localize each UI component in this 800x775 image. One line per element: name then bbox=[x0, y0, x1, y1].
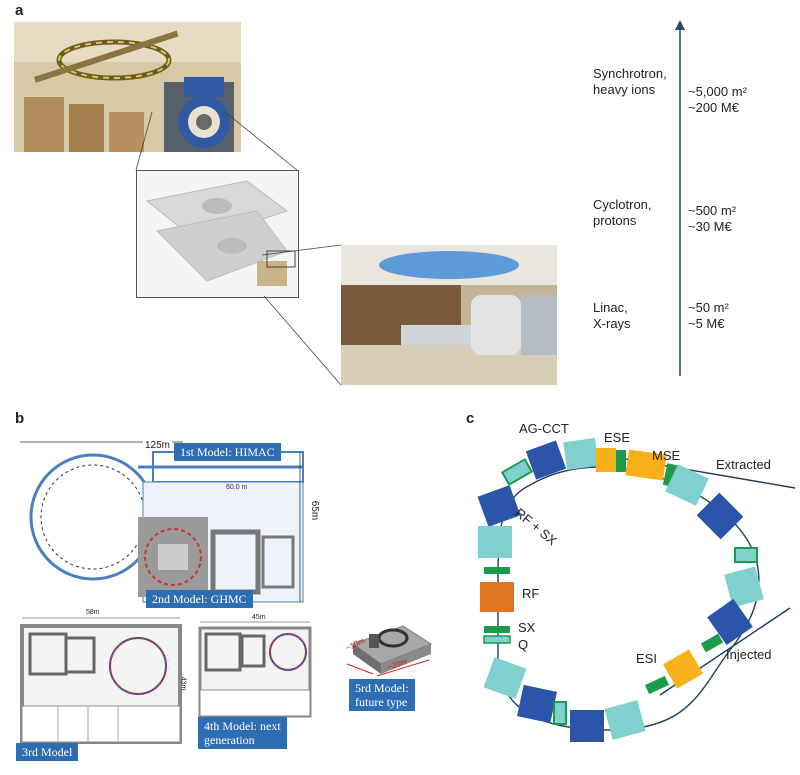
model-4-floor-plan bbox=[198, 621, 312, 718]
dipole-magnet bbox=[478, 526, 512, 558]
himac-floor-plan bbox=[20, 441, 304, 603]
quadrupole bbox=[616, 450, 626, 472]
label-sx: SX bbox=[518, 620, 536, 635]
cost-scale-arrow bbox=[675, 20, 685, 376]
quadrupole bbox=[484, 626, 510, 633]
model-2-tag: 2nd Model: GHMC bbox=[146, 590, 253, 608]
esi-element bbox=[663, 649, 703, 689]
dim-65m: 65m bbox=[309, 500, 321, 521]
ese-element bbox=[596, 448, 616, 472]
dipole-magnet bbox=[724, 566, 764, 608]
label-rf: RF bbox=[522, 586, 540, 601]
dim-125m: 125m bbox=[143, 440, 173, 451]
dim-60m: 60.0 m bbox=[226, 484, 248, 491]
label-esi: ESI bbox=[636, 651, 657, 666]
rf-cavity bbox=[480, 582, 514, 612]
quadrupole bbox=[644, 675, 670, 695]
quadrupole bbox=[483, 635, 511, 644]
dipole-magnet bbox=[707, 598, 753, 646]
label-agcct: AG-CCT bbox=[519, 421, 569, 436]
quadrupole bbox=[500, 458, 534, 486]
dipole-magnet bbox=[696, 492, 744, 540]
dim-43m: 43m bbox=[179, 676, 187, 691]
dipole-magnet bbox=[570, 710, 604, 742]
linac-room-image bbox=[341, 245, 557, 385]
dim-58m: 58m bbox=[86, 609, 100, 616]
dipole-magnet bbox=[563, 437, 599, 471]
mse-element bbox=[625, 449, 667, 481]
panel-c-label: c bbox=[466, 410, 475, 427]
scale-cyclotron-cost: ~500 m² ~30 M€ bbox=[688, 203, 737, 234]
label-injected: Injected bbox=[726, 647, 772, 662]
scale-linac-cost: ~50 m² ~5 M€ bbox=[688, 300, 729, 331]
dipole-magnet bbox=[525, 440, 567, 480]
model-3-tag: 3rd Model bbox=[16, 743, 79, 761]
model-1-tag: 1st Model: HIMAC bbox=[174, 443, 281, 461]
quadrupole bbox=[734, 547, 758, 563]
dipole-magnet bbox=[665, 464, 709, 506]
cyclotron-facility-image bbox=[136, 170, 299, 298]
model-5-tag: 5rd Model: future type bbox=[349, 679, 415, 711]
label-q: Q bbox=[518, 637, 529, 652]
scale-synchrotron-type: Synchrotron, heavy ions bbox=[593, 66, 667, 97]
dim-45m: 45m bbox=[252, 614, 266, 621]
scale-cyclotron-type: Cyclotron, protons bbox=[593, 197, 652, 228]
model-3-floor-plan bbox=[20, 617, 182, 744]
quadrupole bbox=[484, 567, 510, 574]
dipole-magnet bbox=[477, 485, 521, 527]
dipole-magnet bbox=[517, 684, 557, 724]
dipole-magnet bbox=[604, 700, 646, 740]
scale-synchrotron-cost: ~5,000 m² ~200 M€ bbox=[688, 84, 747, 115]
synchrotron-facility-image bbox=[14, 22, 241, 152]
panel-a-label: a bbox=[15, 2, 24, 19]
panel-b-label: b bbox=[15, 410, 25, 427]
synchrotron-ring-schematic bbox=[477, 437, 796, 742]
quadrupole bbox=[700, 633, 724, 653]
label-mse: MSE bbox=[652, 448, 681, 463]
model-5-rendering bbox=[346, 625, 433, 677]
label-extracted: Extracted bbox=[716, 457, 771, 472]
quadrupole bbox=[553, 701, 567, 725]
scale-linac-type: Linac, X-rays bbox=[593, 300, 631, 331]
model-4-tag: 4th Model: next generation bbox=[198, 717, 287, 749]
label-ese: ESE bbox=[604, 430, 631, 445]
dipole-magnet bbox=[483, 657, 527, 699]
